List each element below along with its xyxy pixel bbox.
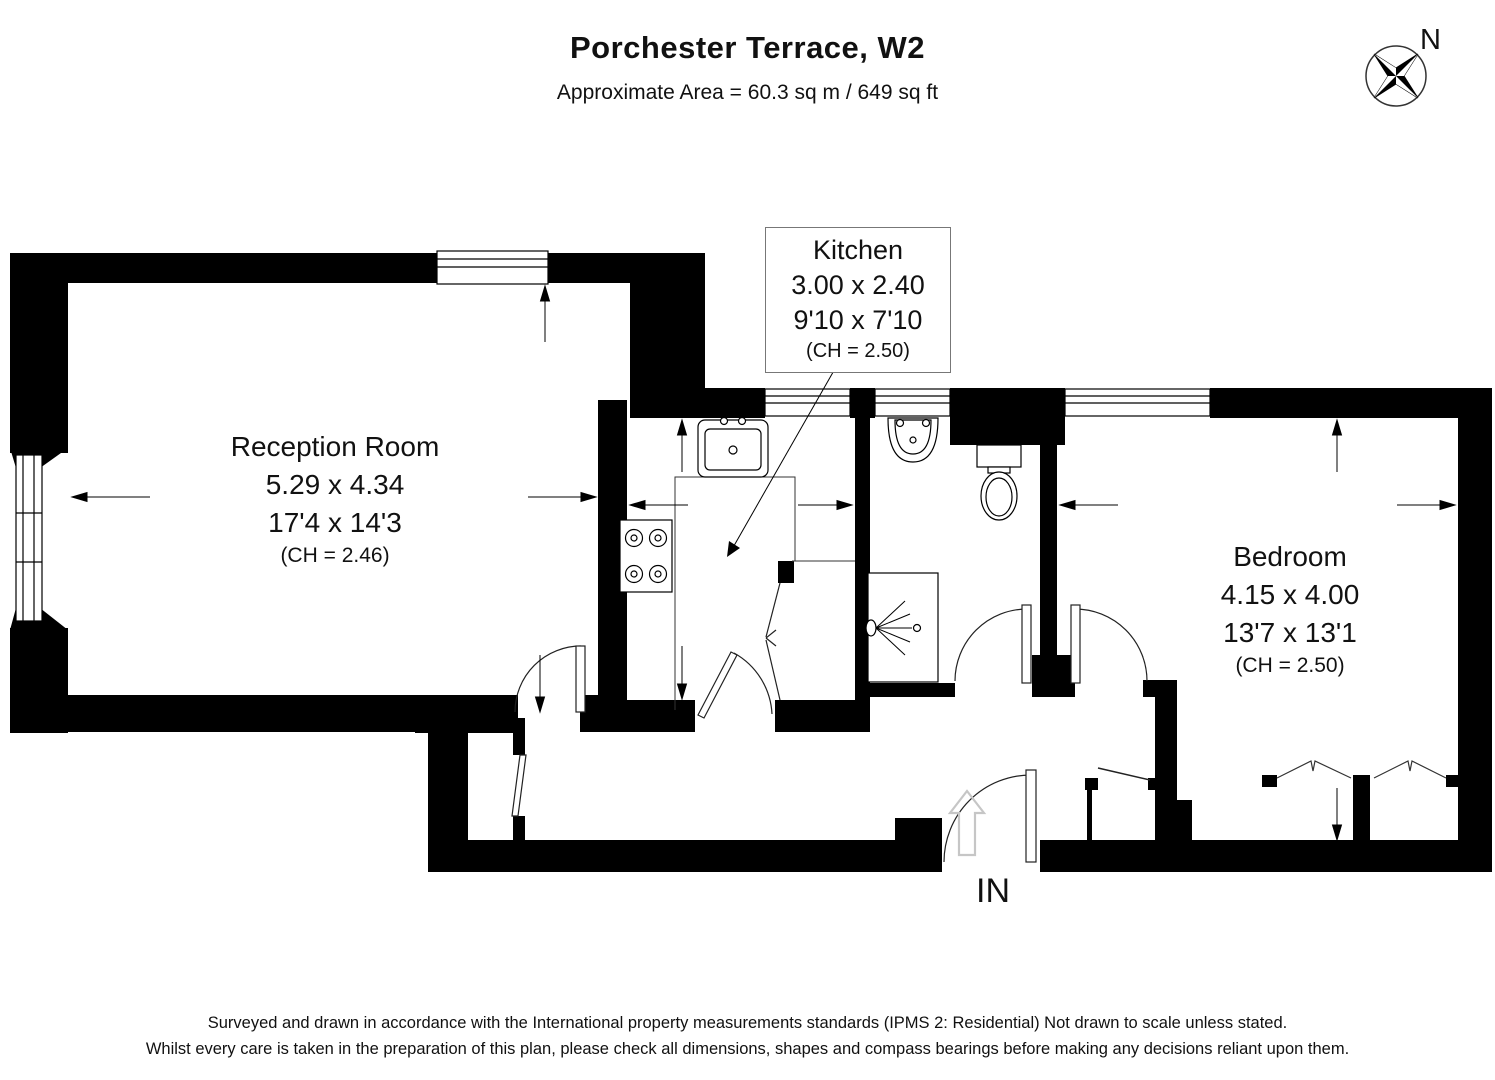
shower-icon [865,572,939,683]
reception-bay-window [15,454,43,622]
bedroom-window [1064,388,1211,417]
bedroom-depth-arrows [1331,418,1343,842]
bathroom-window [874,388,951,417]
entry-arrow-icon [947,789,987,857]
bedroom-name: Bedroom [1233,541,1347,572]
entrance-label: IN [976,872,1010,910]
reception-room-imperial: 17'4 x 14'3 [268,507,402,538]
kitchen-imperial: 9'10 x 7'10 [793,305,923,335]
kitchen-window [764,388,851,417]
hall-closet-door [511,754,527,817]
compass-icon [1365,45,1427,107]
reception-room-ceiling-height: (CH = 2.46) [280,544,390,567]
disclaimer-line-2: Whilst every care is taken in the prepar… [145,1040,1350,1058]
entrance-cupboard-door [1097,767,1151,781]
hob-icon [619,519,673,593]
page-subtitle: Approximate Area = 60.3 sq m / 649 sq ft [556,81,939,104]
kitchen-depth-arrows [676,418,688,701]
basin-icon [887,417,939,463]
reception-room-name: Reception Room [230,431,440,462]
kitchen-fixtures [619,416,855,710]
wardrobe-right-door [1373,760,1447,779]
reception-width-arrows [70,491,598,503]
reception-room-label: Reception Room 5.29 x 4.34 17'4 x 14'3 (… [185,428,485,570]
bedroom-ceiling-height: (CH = 2.50) [1235,654,1345,677]
kitchen-label-box: Kitchen 3.00 x 2.40 9'10 x 7'10 (CH = 2.… [765,227,951,373]
bathroom-door [954,604,1032,684]
reception-door [514,645,586,713]
toilet-icon [976,444,1022,521]
page-title: Porchester Terrace, W2 [569,30,926,65]
kitchen-width-arrows [628,499,854,511]
bathroom-fixtures [865,417,1022,683]
kitchen-leader-line [727,366,837,557]
bedroom-width-arrows [1058,499,1457,511]
reception-top-window [436,250,549,285]
dimension-arrows [70,284,1457,842]
wardrobe-doors [1276,760,1447,779]
windows [15,250,1211,622]
walls [10,253,1492,872]
bedroom-door [1070,604,1148,684]
bedroom-metric: 4.15 x 4.00 [1220,579,1360,610]
kitchen-counter [674,476,855,710]
disclaimer-line-1: Surveyed and drawn in accordance with th… [207,1014,1288,1032]
kitchen-folding-door [765,582,781,701]
compass-north-label: N [1420,24,1441,56]
doors [511,582,1151,863]
kitchen-door [697,651,773,719]
bedroom-imperial: 13'7 x 13'1 [1223,617,1357,648]
kitchen-ceiling-height: (CH = 2.50) [806,340,910,362]
reception-depth-arrows [534,284,551,714]
bedroom-label: Bedroom 4.15 x 4.00 13'7 x 13'1 (CH = 2.… [1140,538,1440,680]
entrance-door [943,769,1037,863]
wardrobe-left-door [1276,760,1352,779]
reception-room-metric: 5.29 x 4.34 [265,469,405,500]
kitchen-name: Kitchen [812,235,904,265]
kitchen-sink-icon [697,416,769,478]
kitchen-metric: 3.00 x 2.40 [791,270,925,300]
